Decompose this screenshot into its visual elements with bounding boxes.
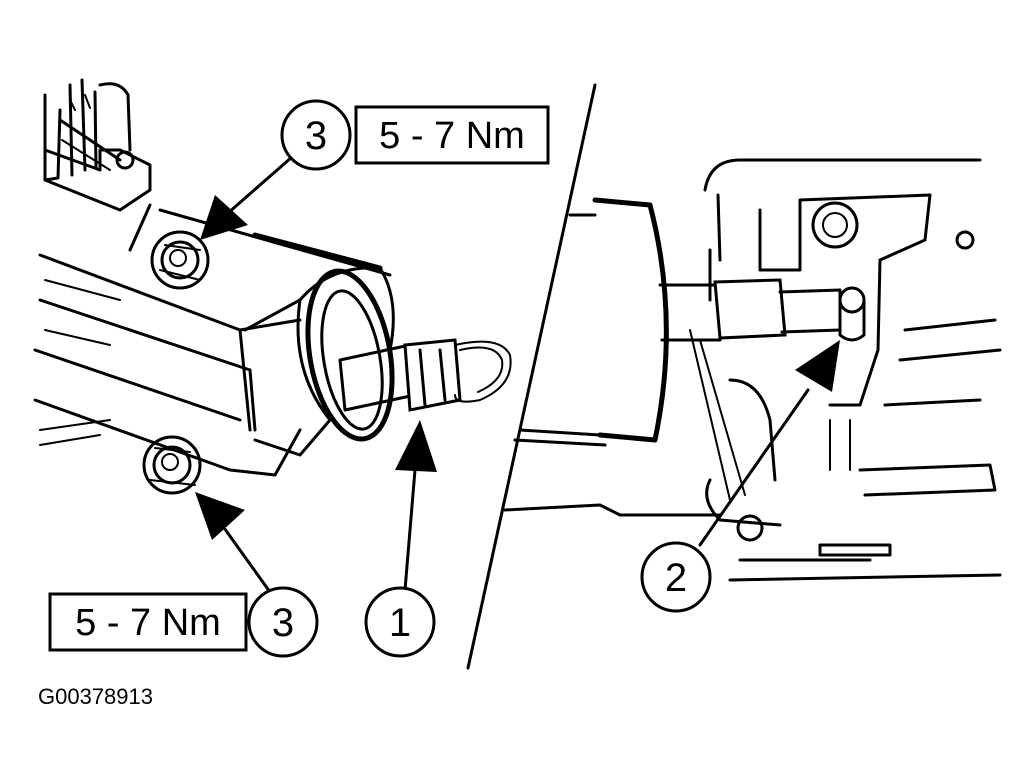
callout-circle-3-bottom [247, 586, 319, 658]
callout-number-1: 1 [389, 601, 411, 645]
arrow-linkage [698, 340, 840, 547]
callout-bolt-top: 3 5 - 7 Nm [280, 99, 550, 171]
figure-id: G00378913 [38, 684, 153, 709]
callout-circle-2 [640, 541, 712, 613]
callout-number-3-top: 3 [305, 114, 327, 158]
torque-box-bottom [48, 592, 248, 652]
arrow-connector [395, 420, 437, 592]
torque-box-top [354, 105, 550, 165]
callout-circle-1 [364, 586, 436, 658]
callout-linkage: 2 [640, 541, 712, 613]
right-view-linkage [503, 158, 1002, 582]
callout-bolt-bottom: 5 - 7 Nm 3 [48, 586, 319, 658]
torque-spec-bottom: 5 - 7 Nm [75, 602, 221, 644]
callout-number-2: 2 [665, 556, 687, 600]
arrow-bolt-top [200, 148, 302, 240]
callout-circle-3-top [280, 99, 352, 171]
arrow-bolt-bottom [195, 492, 272, 594]
torque-spec-top: 5 - 7 Nm [379, 115, 525, 157]
callout-number-3-bottom: 3 [272, 601, 294, 645]
bolt-top [150, 230, 210, 290]
view-divider [466, 83, 597, 670]
left-view-actuator [33, 78, 512, 495]
callout-connector: 1 [364, 586, 436, 658]
bolt-bottom [142, 435, 202, 495]
